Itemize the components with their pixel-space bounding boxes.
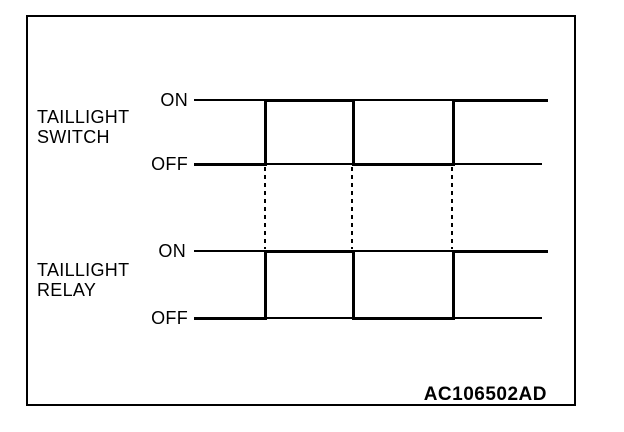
relay-segment-off-1 [194, 316, 266, 320]
switch-segment-off-1 [194, 162, 266, 166]
relay-on-label: ON [158, 241, 186, 261]
relay-segment-on-1 [263, 249, 355, 253]
switch-on-label: ON [160, 90, 188, 110]
switch-fall-edge-1 [351, 98, 355, 166]
sync-dashed-line-2 [351, 167, 353, 249]
switch-on-baseline [194, 99, 542, 101]
figure-id-label: AC106502AD [423, 384, 547, 405]
relay-fall-edge-1 [351, 249, 355, 320]
signal-name-line1: TAILLIGHT [37, 107, 130, 127]
switch-rise-edge-1 [263, 98, 267, 166]
switch-rise-edge-2 [451, 98, 455, 166]
switch-segment-on-1 [263, 98, 355, 102]
sync-dashed-line-3 [451, 167, 453, 249]
relay-segment-on-2 [451, 249, 548, 253]
relay-rise-edge-2 [451, 249, 455, 320]
switch-segment-on-2 [451, 98, 548, 102]
signal-name-line2: RELAY [37, 280, 97, 300]
signal-name-taillight-switch: TAILLIGHT SWITCH [37, 107, 129, 147]
relay-rise-edge-1 [263, 249, 267, 320]
switch-off-label: OFF [151, 154, 188, 174]
signal-name-taillight-relay: TAILLIGHT RELAY [37, 260, 129, 300]
signal-name-line2: SWITCH [37, 127, 110, 147]
sync-dashed-line-1 [264, 167, 266, 249]
relay-segment-off-2 [351, 316, 455, 320]
switch-segment-off-2 [351, 162, 455, 166]
signal-name-line1: TAILLIGHT [37, 260, 130, 280]
relay-on-baseline [194, 250, 542, 252]
diagram-frame [26, 15, 576, 406]
relay-off-label: OFF [151, 308, 188, 328]
